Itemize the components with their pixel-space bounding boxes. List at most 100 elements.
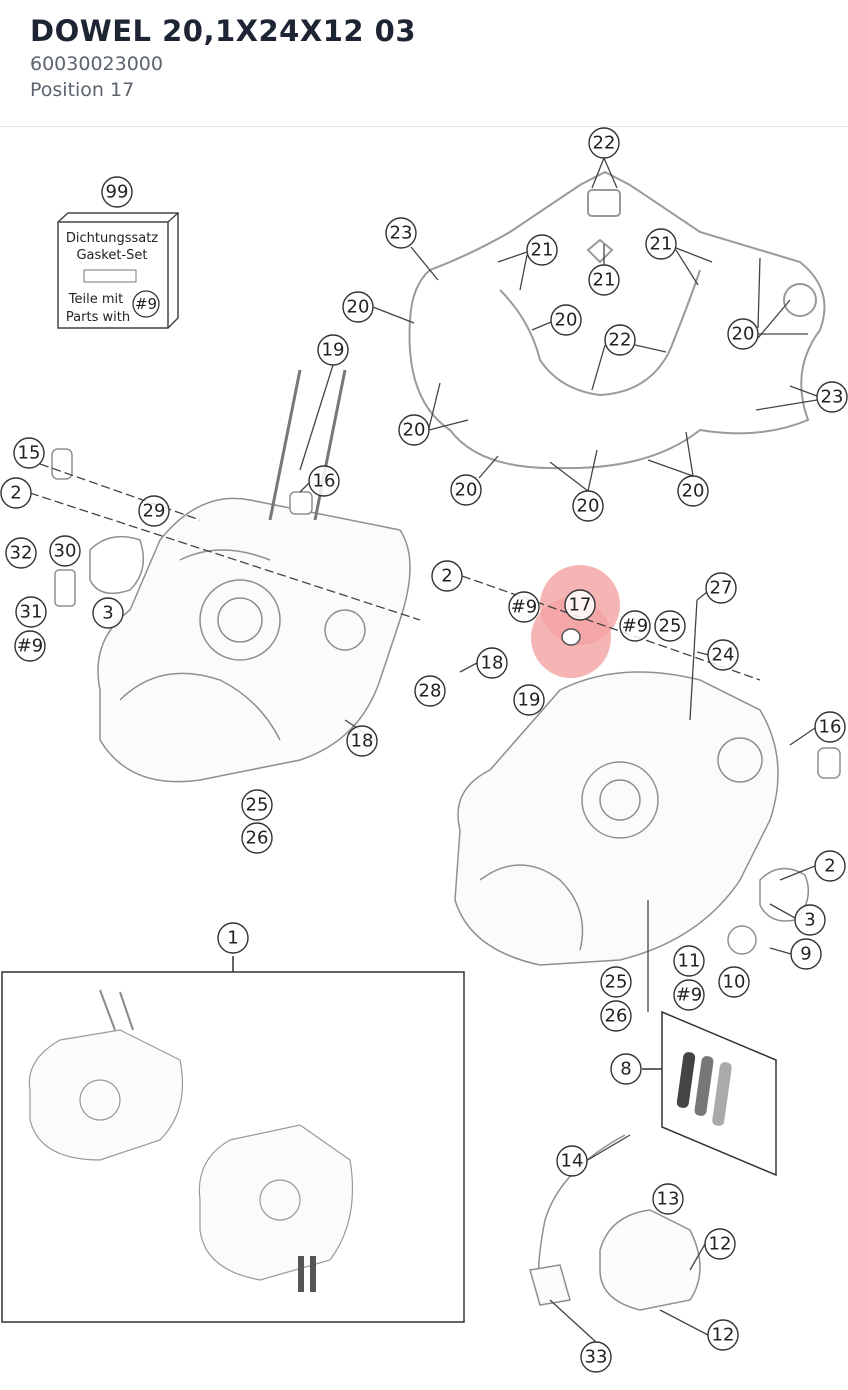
callout-21[interactable]: 21: [588, 264, 620, 296]
callout-label: 18: [481, 653, 504, 674]
callout-8[interactable]: 8: [610, 1053, 642, 1085]
callout-circle: [727, 318, 759, 350]
callout-20[interactable]: 20: [342, 291, 374, 323]
callout-19[interactable]: 19: [317, 334, 349, 366]
callout-hash-9[interactable]: #9: [673, 979, 705, 1011]
callout-20[interactable]: 20: [550, 304, 582, 336]
ktm-logo: [83, 269, 137, 283]
callout-circle: [814, 711, 846, 743]
callout-20[interactable]: 20: [450, 474, 482, 506]
callout-circle: [588, 264, 620, 296]
callout-9[interactable]: 9: [790, 938, 822, 970]
callout-22[interactable]: 22: [604, 324, 636, 356]
callout-circle: [673, 979, 705, 1011]
callout-circle: [92, 597, 124, 629]
callout-label: 25: [246, 795, 269, 816]
callout-label: 25: [605, 972, 628, 993]
callout-label: 32: [10, 543, 33, 564]
callout-25[interactable]: 25: [654, 610, 686, 642]
callout-hash-9[interactable]: #9: [619, 610, 651, 642]
callout-31[interactable]: 31: [15, 596, 47, 628]
callout-22[interactable]: 22: [588, 127, 620, 159]
callout-label: 22: [609, 330, 632, 351]
part-position: Position 17: [30, 79, 135, 101]
callout-label: 16: [819, 717, 842, 738]
callout-2[interactable]: 2: [431, 560, 463, 592]
callout-circle: [572, 490, 604, 522]
callout-hash-9[interactable]: #9: [508, 591, 540, 623]
callout-circle: [342, 291, 374, 323]
callout-circle: [450, 474, 482, 506]
callout-25[interactable]: 25: [241, 789, 273, 821]
callout-circle: [645, 228, 677, 260]
callout-20[interactable]: 20: [572, 490, 604, 522]
callout-18[interactable]: 18: [346, 725, 378, 757]
callout-circle: [705, 572, 737, 604]
callout-32[interactable]: 32: [5, 537, 37, 569]
callout-circle: [241, 822, 273, 854]
callout-17[interactable]: 17: [564, 589, 596, 621]
left-crankcase-half: [51, 369, 411, 783]
callout-14[interactable]: 14: [556, 1145, 588, 1177]
callout-label: 15: [18, 443, 41, 464]
callout-26[interactable]: 26: [600, 1000, 632, 1032]
callout-18[interactable]: 18: [476, 647, 508, 679]
callout-13[interactable]: 13: [652, 1183, 684, 1215]
callout-2[interactable]: 2: [0, 477, 32, 509]
callout-21[interactable]: 21: [526, 234, 558, 266]
callout-16[interactable]: 16: [814, 711, 846, 743]
callout-12[interactable]: 12: [704, 1228, 736, 1260]
callout-15[interactable]: 15: [13, 437, 45, 469]
callout-19[interactable]: 19: [513, 684, 545, 716]
callout-30[interactable]: 30: [49, 535, 81, 567]
callout-label: #9: [622, 616, 649, 637]
callout-label: 23: [821, 387, 844, 408]
callout-33[interactable]: 33: [580, 1341, 612, 1373]
callout-label: 21: [531, 240, 554, 261]
callout-hash-9[interactable]: #9: [14, 630, 46, 662]
callout-circle: [604, 324, 636, 356]
callout-27[interactable]: 27: [705, 572, 737, 604]
exploded-parts-diagram: Dichtungssatz Gasket-Set Teile mit Parts…: [0, 127, 848, 1373]
callout-24[interactable]: 24: [707, 639, 739, 671]
callout-label: #9: [17, 636, 44, 657]
callout-label: 14: [561, 1151, 584, 1172]
callout-3[interactable]: 3: [92, 597, 124, 629]
callout-label: 27: [710, 578, 733, 599]
callout-label: 3: [102, 603, 113, 624]
callout-16[interactable]: 16: [308, 465, 340, 497]
callout-label: 33: [585, 1347, 608, 1368]
callout-label: 26: [605, 1006, 628, 1027]
callout-label: 10: [723, 972, 746, 993]
callout-10[interactable]: 10: [718, 966, 750, 998]
callout-label: 2: [10, 483, 21, 504]
callout-circle: [794, 904, 826, 936]
callout-label: 28: [419, 681, 442, 702]
callout-29[interactable]: 29: [138, 495, 170, 527]
callout-1[interactable]: 1: [217, 922, 249, 954]
callout-12[interactable]: 12: [707, 1319, 739, 1351]
callout-label: 20: [732, 324, 755, 345]
callout-circle: [707, 639, 739, 671]
callout-28[interactable]: 28: [414, 675, 446, 707]
callout-23[interactable]: 23: [816, 381, 848, 413]
right-crankcase-half: [454, 671, 841, 966]
callout-20[interactable]: 20: [677, 475, 709, 507]
callout-circle: [15, 596, 47, 628]
callout-2[interactable]: 2: [814, 850, 846, 882]
callout-label: 20: [455, 480, 478, 501]
callout-20[interactable]: 20: [727, 318, 759, 350]
callout-99[interactable]: 99: [101, 176, 133, 208]
callout-20[interactable]: 20: [398, 414, 430, 446]
callout-label: 26: [246, 828, 269, 849]
callout-label: 20: [577, 496, 600, 517]
callout-25[interactable]: 25: [600, 966, 632, 998]
callout-circle: [49, 535, 81, 567]
callout-23[interactable]: 23: [385, 217, 417, 249]
callout-11[interactable]: 11: [673, 945, 705, 977]
callout-label: 31: [20, 602, 43, 623]
callout-26[interactable]: 26: [241, 822, 273, 854]
callout-3[interactable]: 3: [794, 904, 826, 936]
callout-circle: [550, 304, 582, 336]
callout-21[interactable]: 21: [645, 228, 677, 260]
